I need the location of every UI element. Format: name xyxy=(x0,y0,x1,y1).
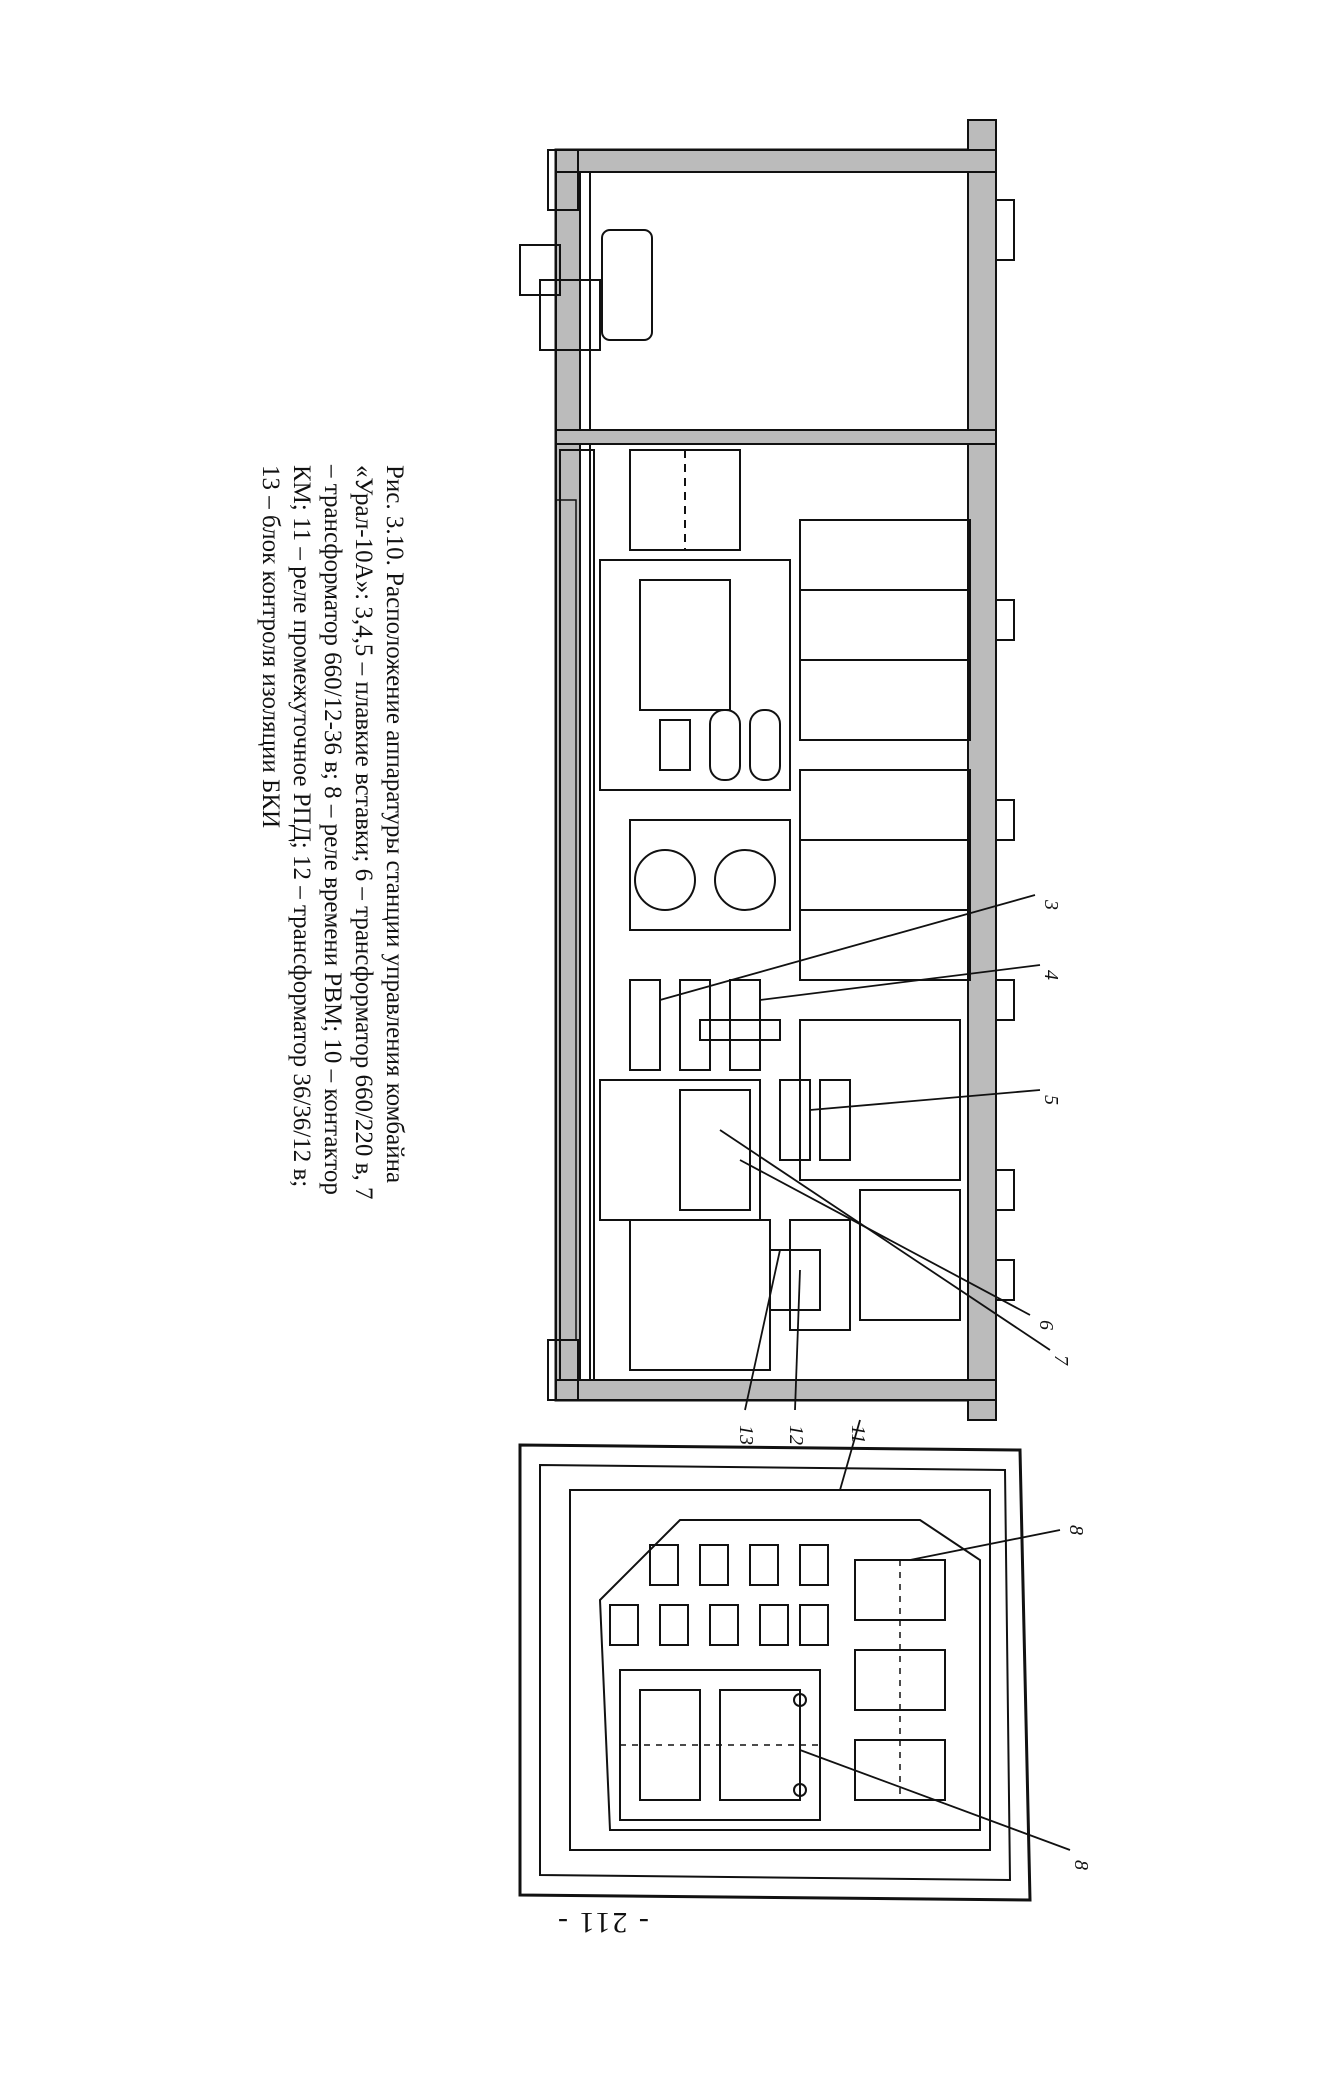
control-station-cabinet xyxy=(519,119,1015,1421)
callout-labels: 3 4 5 6 7 13 12 11 8 8 xyxy=(735,899,1092,1870)
callout-12: 12 xyxy=(785,1425,807,1445)
callout-5: 5 xyxy=(1040,1095,1062,1105)
caption-line-1: Рис. 3.10. Расположение аппаратуры станц… xyxy=(381,465,408,1184)
upper-components xyxy=(599,449,971,1371)
page-number: - 211 - xyxy=(556,1906,649,1939)
caption-line-5: 13 – блок контроля изоляции БКИ xyxy=(257,465,284,829)
figure-caption: Рис. 3.10. Расположение аппаратуры станц… xyxy=(255,465,410,1565)
callout-6: 6 xyxy=(1035,1320,1057,1330)
caption-line-4: КМ; 11 – реле промежуточное РПД; 12 – тр… xyxy=(288,465,315,1188)
callout-4: 4 xyxy=(1040,970,1062,980)
caption-line-3: – трансформатор 660/12-36 в; 8 – реле вр… xyxy=(319,465,346,1195)
callout-3: 3 xyxy=(1040,899,1062,910)
callout-8b: 8 xyxy=(1070,1860,1092,1870)
caption-line-2: «Урал-10А»: 3,4,5 – плавкие вставки; 6 –… xyxy=(350,465,377,1200)
callout-13: 13 xyxy=(735,1425,757,1445)
callout-7: 7 xyxy=(1050,1355,1072,1366)
callout-8a: 8 xyxy=(1065,1525,1087,1535)
callout-11: 11 xyxy=(847,1425,869,1444)
callout-leaders xyxy=(659,894,1071,1851)
door-panel xyxy=(518,1443,1032,1902)
